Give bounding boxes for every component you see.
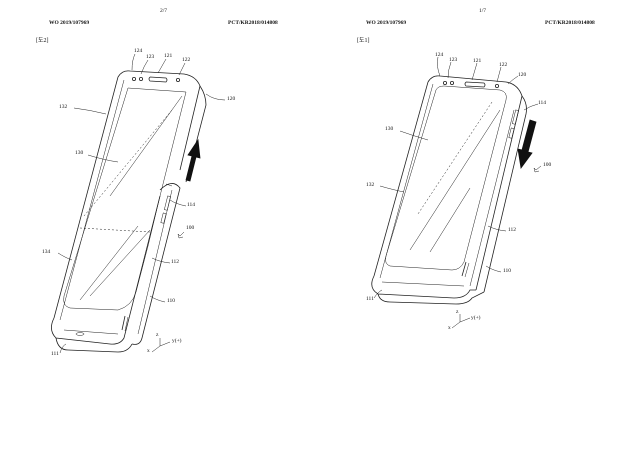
ref-121: 121 [473, 58, 482, 64]
ref-130: 130 [385, 126, 394, 132]
left-device-drawing [51, 53, 226, 354]
right-page-number: 1/7 [479, 8, 487, 14]
ref-112: 112 [508, 227, 517, 233]
left-publication-number: WO 2019/107969 [49, 20, 90, 26]
ref-122: 122 [499, 62, 508, 68]
ref-110: 110 [503, 268, 512, 274]
ref-111: 111 [51, 351, 59, 357]
ref-114: 114 [187, 202, 196, 208]
ref-132: 132 [59, 104, 68, 110]
ref-120: 120 [518, 72, 527, 78]
ref-110: 110 [167, 298, 176, 304]
ref-121: 121 [164, 53, 173, 59]
right-application-number: PCT/KR2018/014808 [545, 20, 595, 26]
ref-100: 100 [186, 225, 195, 231]
ref-112: 112 [171, 259, 180, 265]
axis-y-label: y(+) [172, 338, 182, 344]
ref-111: 111 [366, 296, 374, 302]
ref-124: 124 [435, 52, 444, 58]
right-device-drawing [371, 56, 542, 329]
left-application-number: PCT/KR2018/014808 [228, 20, 278, 26]
ref-124: 124 [134, 48, 143, 54]
left-figure-label: [도2] [36, 38, 49, 44]
right-figure-label: [도1] [357, 38, 370, 44]
axis-y-label: y(+) [471, 315, 481, 321]
ref-132: 132 [366, 182, 375, 188]
ref-122: 122 [182, 57, 191, 63]
axis-z-label: z [456, 309, 459, 315]
right-publication-number: WO 2019/107969 [366, 20, 407, 26]
ref-120: 120 [227, 96, 236, 102]
ref-123: 123 [146, 54, 155, 60]
axis-x-label: x [147, 348, 150, 354]
axis-x-label: x [448, 325, 451, 331]
ref-130: 130 [75, 150, 84, 156]
left-page-number: 2/7 [160, 8, 168, 14]
ref-114: 114 [538, 100, 547, 106]
ref-134: 134 [42, 249, 51, 255]
ref-123: 123 [449, 57, 458, 63]
ref-100: 100 [543, 162, 552, 168]
axis-z-label: z [156, 332, 159, 338]
